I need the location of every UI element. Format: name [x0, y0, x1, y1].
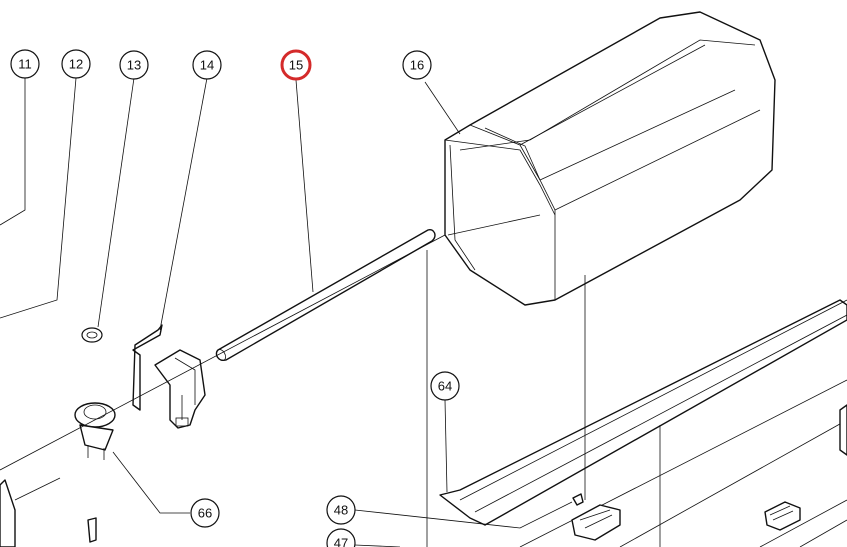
part-48-screw	[572, 493, 584, 506]
callout-48: 48	[326, 495, 356, 525]
part-66-knob	[74, 402, 116, 543]
callout-label: 11	[18, 57, 32, 72]
callout-47: 47	[326, 528, 356, 547]
callout-label: 48	[334, 503, 348, 518]
callout-15: 15	[280, 49, 312, 81]
left-housing	[0, 477, 61, 547]
callout-64: 64	[430, 371, 460, 401]
part-64-channel	[439, 299, 847, 526]
part-14-bracket	[132, 324, 206, 429]
lower-connector-b	[764, 501, 801, 531]
part-16-octagonal-tube	[444, 11, 776, 306]
part-15-rod	[215, 229, 436, 362]
callout-label: 15	[289, 58, 303, 73]
callout-14: 14	[192, 50, 222, 80]
callout-16: 16	[402, 50, 432, 80]
callout-13: 13	[119, 50, 149, 80]
callout-label: 12	[69, 57, 83, 72]
callout-label: 14	[200, 58, 214, 73]
callout-label: 66	[198, 506, 212, 521]
callout-label: 64	[438, 379, 452, 394]
callout-66: 66	[190, 498, 220, 528]
callout-11: 11	[10, 49, 40, 79]
part-13-o-ring	[81, 327, 103, 343]
lower-connector-a	[571, 504, 621, 541]
callout-12: 12	[61, 49, 91, 79]
assembly-axes	[0, 234, 661, 547]
callout-label: 13	[127, 58, 141, 73]
callout-label: 16	[410, 58, 424, 73]
callout-label: 47	[334, 536, 348, 547]
leader-lines	[0, 77, 573, 547]
